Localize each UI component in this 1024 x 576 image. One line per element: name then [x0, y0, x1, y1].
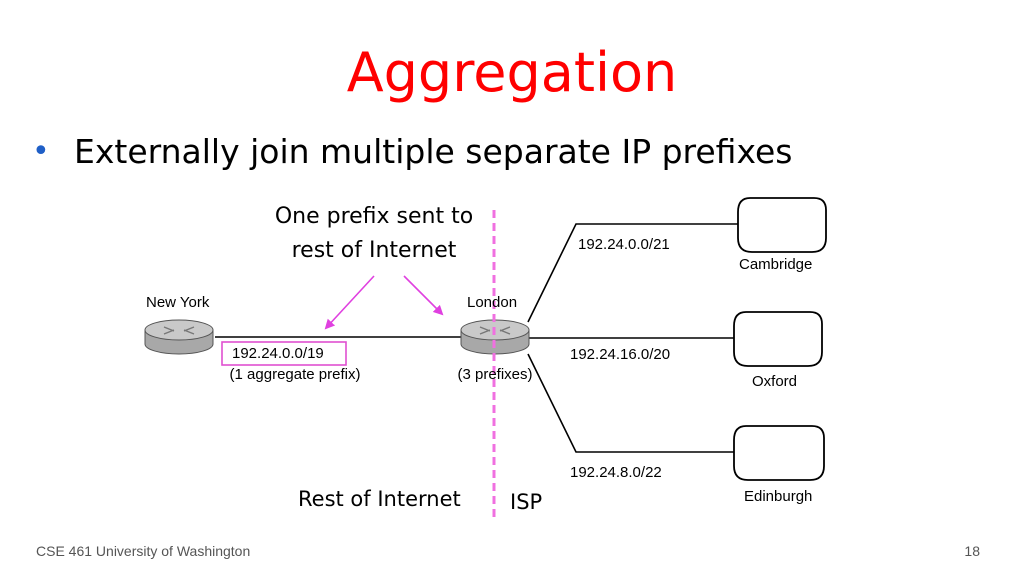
aggregate-note-label: (1 aggregate prefix): [229, 366, 361, 383]
router-label-newyork: New York: [146, 294, 210, 311]
network-label-edinburgh: Edinburgh: [744, 488, 813, 505]
region-label-rest-of-internet: Rest of Internet: [298, 487, 461, 511]
router-icon-newyork: [144, 319, 214, 355]
london-note-label: (3 prefixes): [457, 366, 533, 383]
prefix-label-oxford: 192.24.16.0/20: [570, 346, 671, 363]
network-label-oxford: Oxford: [752, 373, 798, 390]
footer-course: CSE 461 University of Washington: [36, 543, 251, 559]
bullet-dot-icon: •: [32, 134, 50, 169]
aggregate-prefix-highlight: [221, 341, 347, 366]
router-icon-london: [460, 319, 530, 355]
network-cloud-icon-cambridge: [737, 197, 827, 253]
page-number: 18: [964, 543, 980, 559]
bullet-text: Externally join multiple separate IP pre…: [74, 132, 793, 171]
router-label-london: London: [467, 294, 518, 311]
link-london-cambridge: [527, 223, 738, 323]
callout-arrow-left: [324, 275, 375, 330]
bullet-item: • Externally join multiple separate IP p…: [32, 130, 792, 174]
callout-line-1: One prefix sent to: [274, 204, 474, 229]
network-cloud-icon-edinburgh: [733, 425, 825, 481]
network-cloud-icon-oxford: [733, 311, 823, 367]
callout-line-2: rest of Internet: [291, 238, 457, 263]
slide-title: Aggregation: [346, 41, 678, 104]
link-london-edinburgh: [527, 353, 734, 453]
callout-arrow-right: [403, 275, 444, 316]
region-label-isp: ISP: [510, 490, 543, 514]
aggregate-prefix-label: 192.24.0.0/19: [232, 345, 324, 362]
network-label-cambridge: Cambridge: [739, 256, 813, 273]
prefix-label-edinburgh: 192.24.8.0/22: [570, 464, 662, 481]
prefix-label-cambridge: 192.24.0.0/21: [578, 236, 670, 253]
